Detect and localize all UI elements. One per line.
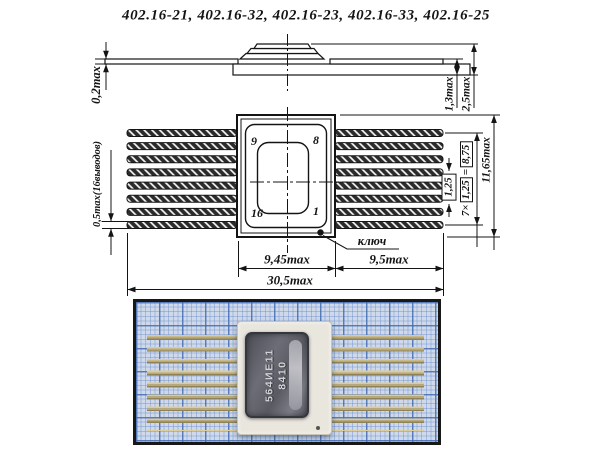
dim-lead-pitch: 1,25: [441, 173, 457, 201]
dim-total-height: 2,5max: [460, 76, 473, 112]
top-view: [102, 107, 500, 296]
pitch-formula-equals: =: [460, 168, 472, 176]
chip-metal-lid: 564ИЕ11 8410: [245, 332, 309, 418]
chip-marking-part-number: 564ИЕ11: [263, 348, 276, 402]
pitch-formula-total: 8,75: [460, 141, 473, 167]
pin-number-16: 16: [251, 206, 263, 220]
key-leader-line: [322, 235, 399, 250]
pitch-formula-prefix: 7×: [460, 204, 472, 217]
dim-pitch-formula: 7× 1,25 = 8,75: [459, 141, 473, 217]
chip-key-mark: [316, 426, 320, 430]
chip-photo: 564ИЕ11 8410: [133, 299, 441, 445]
dim-lead-length: 9,5max: [369, 251, 409, 267]
pin-number-1: 1: [313, 204, 319, 218]
chip-leads-right: [327, 335, 424, 431]
lead-pins-left: [126, 129, 238, 229]
dim-standoff: 1,3max: [443, 76, 456, 112]
dim-body-width: 9,45max: [264, 251, 310, 267]
lid-reflection: [289, 340, 302, 410]
chip-marking-date-code: 8410: [276, 360, 289, 390]
package-variants-title: 402.16-21, 402.16-32, 402.16-23, 402.16-…: [121, 7, 491, 24]
key-dot: [317, 229, 324, 236]
graph-paper: 564ИЕ11 8410: [136, 302, 438, 442]
dim-overall-width: 30,5max: [267, 272, 313, 288]
pitch-formula-pitch: 1,25: [460, 177, 473, 203]
pin-number-8: 8: [313, 133, 319, 147]
pin-number-9: 9: [251, 134, 257, 148]
dim-body-length: 11,65max: [480, 137, 493, 183]
chip-leads-left: [147, 335, 237, 431]
key-label: ключ: [357, 233, 387, 248]
dim-lead-width: 0,5max(16выводов): [91, 140, 103, 228]
lead-pins-right: [334, 129, 444, 229]
chip-marking: 564ИЕ11 8410: [247, 334, 307, 416]
dim-lead-thickness: 0,2max: [88, 66, 103, 104]
package-body-outline: [236, 114, 336, 238]
side-view: [95, 34, 478, 108]
